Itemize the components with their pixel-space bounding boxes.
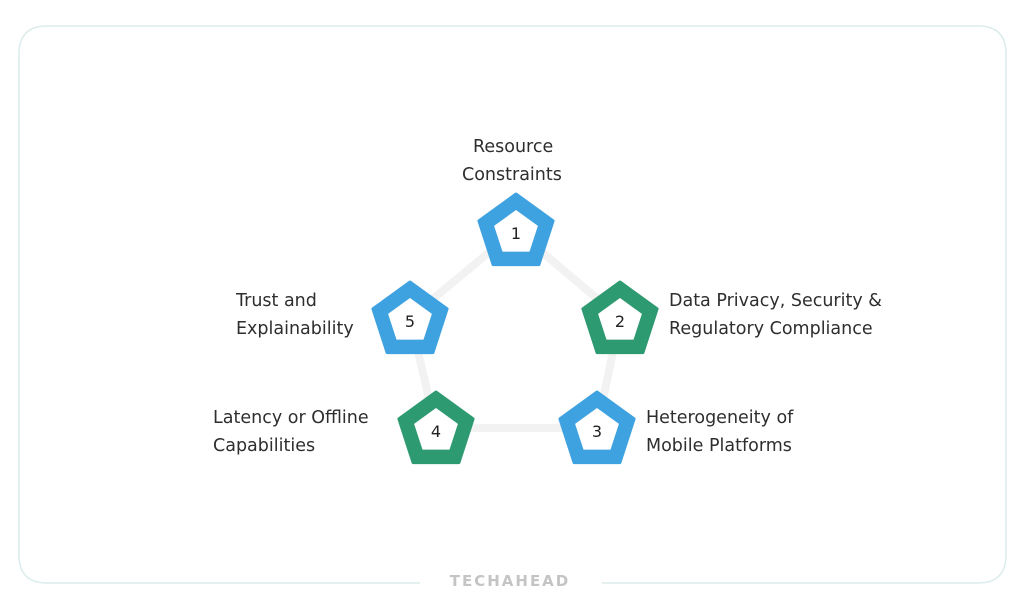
pentagon-inner (414, 408, 458, 450)
pentagon-node-4: 4 (397, 390, 475, 465)
pentagon-node-2: 2 (581, 280, 659, 355)
node-number: 5 (405, 312, 415, 331)
pentagon-inner (575, 408, 619, 450)
node-number: 3 (592, 422, 602, 441)
pentagon-node-3: 3 (558, 390, 636, 465)
techahead-logo: TECHAHEAD (449, 572, 571, 590)
node-number: 4 (431, 422, 441, 441)
pentagon-inner (388, 298, 432, 340)
node-number: 2 (615, 312, 625, 331)
card-border (18, 25, 1007, 584)
pentagon-inner (598, 298, 642, 340)
pentagon-node-5: 5 (371, 280, 449, 355)
pentagon-inner (494, 210, 538, 252)
label-data-privacy: Data Privacy, Security &Regulatory Compl… (669, 291, 882, 339)
pentagon-node-1: 1 (477, 192, 555, 267)
node-number: 1 (511, 224, 521, 243)
